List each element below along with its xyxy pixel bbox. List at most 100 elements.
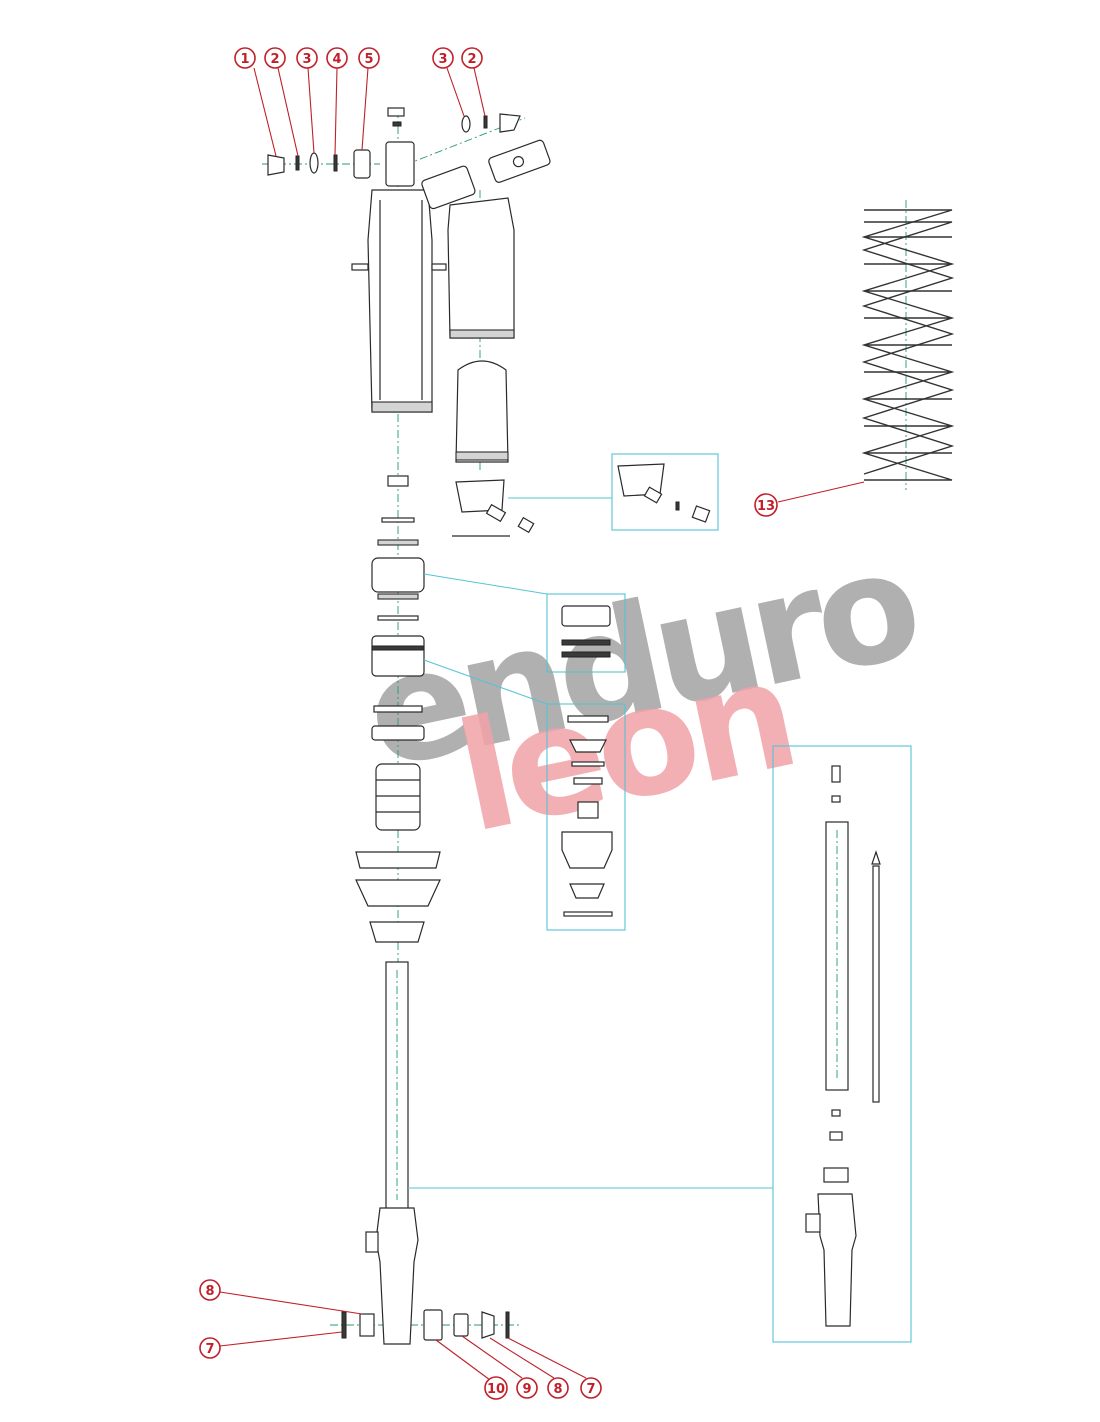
stack-nut-part [387,475,409,487]
stack-retainer-part [369,921,425,943]
shaft-assembly [341,961,419,1345]
washer-part [295,155,300,171]
stack-washer-part [381,517,415,523]
top-right-hardware [461,113,521,133]
detail-shaft [408,745,912,1343]
reservoir-valve-part [485,503,507,523]
detail-box-reservoir [611,453,719,531]
callout-label: 8 [205,1284,214,1299]
reservoir-lower-part [455,360,509,463]
detail-valve-part [643,486,663,504]
top-right-bolt-part [499,113,521,133]
o-ring-part [333,154,338,172]
detail-needle-tip-part [871,850,881,865]
detail-shaft-tip-part [831,795,841,803]
callout-label: 10 [487,1382,505,1397]
piston-stack [355,475,441,943]
callout-5: 5 [358,47,380,151]
detail-o-ring-part [675,501,680,511]
top-eye-hardware [267,107,405,179]
callout-2-right: 2 [461,47,486,117]
stack-collar-part [371,725,425,741]
bottom-spacer-9-part [453,1313,469,1337]
callout-label: 9 [522,1382,531,1397]
callout-7-left: 7 [199,1331,343,1359]
callout-9: 9 [461,1335,538,1399]
callout-8-bottom: 8 [489,1337,569,1399]
detail-seal-body-part [561,831,613,869]
detail-shaft-nut-part [823,1167,849,1183]
body-top-cap-part [385,141,415,187]
callout-label: 3 [438,52,447,67]
stack-piston-part [371,557,425,593]
lower-bushing-left-part [359,1313,375,1337]
shock-body-group [351,139,551,537]
stack-seal-head-part [371,635,425,677]
detail-reservoir-cap [508,453,719,531]
detail-seal-part [567,715,609,723]
spring-coil-part [861,221,955,475]
lower-washer-left-part [341,1311,347,1339]
callout-label: 8 [553,1382,562,1397]
callout-3-right: 3 [432,47,465,117]
detail-piston-ring-part [561,639,611,646]
detail-seal-head [423,659,626,931]
bottom-washer-7-part [505,1311,510,1339]
reservoir-bottom-rim-part [449,329,515,339]
stack-bump-stop-part [375,763,421,831]
callout-label: 5 [364,52,373,67]
stack-preload-collar-part [355,879,441,907]
callout-1: 1 [234,47,277,157]
reservoir-cap-hole [512,156,525,168]
bottom-cap-8-part [481,1311,495,1339]
top-right-washer-part [483,115,488,129]
lower-eye-part [375,1207,419,1345]
detail-nut-part [691,505,711,523]
body-bottom-rim-part [371,401,433,413]
callout-label: 2 [270,52,279,67]
detail-piston [423,573,626,673]
callout-10: 10 [435,1339,508,1400]
detail-piston-ring-part [561,651,611,658]
reservoir-body-part [447,197,515,339]
callout-3: 3 [296,47,318,154]
callout-label: 13 [757,499,775,514]
bushing-part [353,149,371,179]
callout-13: 13 [754,481,865,517]
callout-label: 7 [205,1342,214,1357]
detail-seal-part [569,739,607,753]
callout-label: 2 [467,52,476,67]
detail-seal-part [571,761,605,767]
watermark-logo: enduro leon [352,518,930,867]
callout-8-left: 8 [199,1279,363,1315]
stack-shim-part [377,593,419,600]
detail-leader [423,659,548,705]
top-right-spacer-part [461,115,471,133]
reservoir-lower-rim-part [455,451,509,461]
detail-seal-part [569,883,605,899]
callout-4: 4 [326,47,348,156]
detail-box-seal-head [546,703,626,931]
stack-shim-part [377,539,419,546]
bottom-hardware [423,1309,510,1341]
stack-seal-ring-part [371,645,425,651]
callout-label: 1 [240,52,249,67]
top-bolt-washer-part [392,121,402,127]
stack-spacer-part [373,705,423,713]
detail-shaft-nut-part [829,1131,843,1141]
detail-shaft-nut-part [831,1109,841,1117]
stack-washer-part [377,615,419,621]
top-bolt-part [387,107,405,117]
detail-shaft-tip-part [831,765,841,783]
lower-eye-pin-part [365,1231,379,1253]
detail-lower-eye-pin-part [805,1213,821,1233]
spacer-part [309,152,319,174]
detail-box-shaft [772,745,912,1343]
callout-7-bottom: 7 [507,1337,602,1399]
reservoir-connector-part [421,165,476,210]
coil-spring [861,200,955,490]
detail-leader [423,573,548,595]
body-side-tab-part [351,263,369,271]
callouts: 1 2 3 4 5 3 2 [199,47,865,1400]
detail-box-piston [546,593,626,673]
